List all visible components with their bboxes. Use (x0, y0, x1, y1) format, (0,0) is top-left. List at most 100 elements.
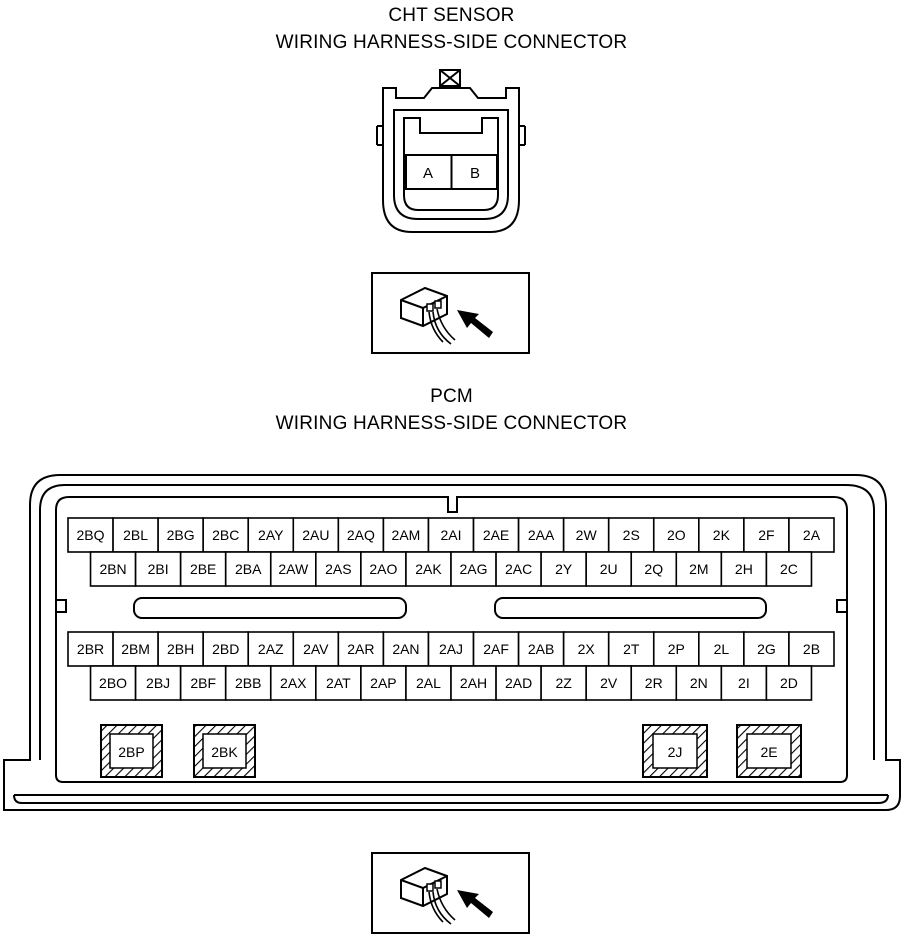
cht-sensor-connector (376, 69, 526, 233)
terminal-label: 2BL (123, 527, 148, 543)
terminal-cell (698, 517, 745, 553)
svg-text:2BP: 2BP (118, 744, 144, 760)
terminal-cell (675, 665, 723, 701)
terminal-label: 2AY (258, 527, 284, 543)
terminal-label: 2AG (460, 561, 488, 577)
terminal-cell (607, 631, 655, 667)
terminal-label: 2F (758, 527, 774, 543)
terminal-label: 2Y (555, 561, 573, 577)
pcm-connector (3, 474, 901, 811)
terminal-label: 2AW (278, 561, 309, 577)
terminal-cell (585, 665, 633, 701)
terminal-label: 2AS (325, 561, 351, 577)
terminal-label: 2BB (235, 675, 261, 691)
terminal-cell (360, 551, 407, 587)
terminal-label: 2AX (280, 675, 307, 691)
terminal-cell (720, 551, 768, 587)
connector-housing (382, 87, 520, 233)
cht-sensor-title: CHT SENSOR (388, 5, 515, 26)
terminal-label: 2AB (528, 641, 554, 657)
terminal-label: 2AO (369, 561, 397, 577)
terminal-label: 2AT (326, 675, 351, 691)
svg-text:2E: 2E (760, 744, 777, 760)
terminal-label: 2BH (167, 641, 194, 657)
terminal-cell (675, 551, 723, 587)
terminal-label: 2C (780, 561, 798, 577)
terminal-label: 2AE (483, 527, 509, 543)
terminal-label: 2BR (77, 641, 104, 657)
terminal-label: 2AH (460, 675, 487, 691)
terminal-cell (134, 551, 182, 587)
terminal-cell (382, 631, 430, 667)
terminal-cell (765, 551, 813, 587)
terminal-cell (450, 665, 497, 701)
terminal-cell (720, 665, 768, 701)
terminal-label: 2S (623, 527, 640, 543)
terminal-label: 2AC (505, 561, 532, 577)
terminal-cell (224, 551, 272, 587)
terminal-label: 2D (780, 675, 798, 691)
terminal-label: 2AA (528, 527, 555, 543)
pcm-subtitle: WIRING HARNESS-SIDE CONNECTOR (275, 413, 628, 434)
terminal-cell (315, 665, 362, 701)
terminal-label: 2AI (440, 527, 461, 543)
terminal-label: 2Q (644, 561, 663, 577)
terminal-cell (179, 665, 227, 701)
terminal-cell (450, 551, 497, 587)
terminal-cell (788, 517, 835, 553)
terminal-label: 2AU (302, 527, 329, 543)
terminal-label: 2T (623, 641, 640, 657)
terminal-cell (202, 631, 250, 667)
hatched-terminal-2e: 2E (736, 724, 802, 778)
terminal-label: 2I (738, 675, 750, 691)
terminal-label: 2X (578, 641, 596, 657)
terminal-cell (652, 631, 700, 667)
terminal-label: 2AJ (439, 641, 463, 657)
terminal-label: 2Z (555, 675, 572, 691)
harness-side-probe-icon (371, 852, 530, 934)
terminal-cell (788, 631, 835, 667)
terminal-label: 2AZ (258, 641, 284, 657)
svg-text:2J: 2J (668, 744, 683, 760)
terminal-label: 2AQ (347, 527, 375, 543)
terminal-cell (630, 665, 678, 701)
harness-side-probe-icon (371, 272, 530, 354)
terminal-label: 2R (645, 675, 663, 691)
terminal-cell (495, 551, 542, 587)
terminal-cell (630, 551, 678, 587)
terminal-cell (269, 551, 317, 587)
svg-text:2BK: 2BK (211, 744, 238, 760)
terminal-cell (112, 517, 159, 553)
terminal-label: 2BJ (146, 675, 170, 691)
terminal-label: 2BF (190, 675, 216, 691)
cht-sensor-subtitle: WIRING HARNESS-SIDE CONNECTOR (275, 32, 628, 53)
terminal-cell (202, 517, 250, 553)
terminal-label: 2BE (190, 561, 216, 577)
terminal-label: 2AP (370, 675, 396, 691)
cht-terminal-b: B (470, 165, 480, 182)
terminal-label: 2N (690, 675, 708, 691)
terminal-label: 2A (803, 527, 821, 543)
terminal-label: 2AL (416, 675, 441, 691)
terminal-label: 2AR (347, 641, 374, 657)
terminal-label: 2BM (121, 641, 150, 657)
terminal-label: 2BQ (77, 527, 105, 543)
hatched-terminal-2bp: 2BP (100, 724, 163, 778)
terminal-label: 2AN (392, 641, 419, 657)
terminal-cell (495, 665, 542, 701)
terminal-cell (405, 551, 452, 587)
terminal-cell (562, 517, 610, 553)
terminal-label: 2W (576, 527, 598, 543)
terminal-label: 2M (689, 561, 708, 577)
pcm-title: PCM (430, 386, 473, 407)
hatched-terminal-2j: 2J (642, 724, 708, 778)
terminal-label: 2BC (212, 527, 239, 543)
terminal-label: 2L (714, 641, 730, 657)
terminal-cell (247, 517, 295, 553)
terminal-label: 2O (667, 527, 686, 543)
terminal-label: 2G (757, 641, 776, 657)
terminal-label: 2V (600, 675, 618, 691)
